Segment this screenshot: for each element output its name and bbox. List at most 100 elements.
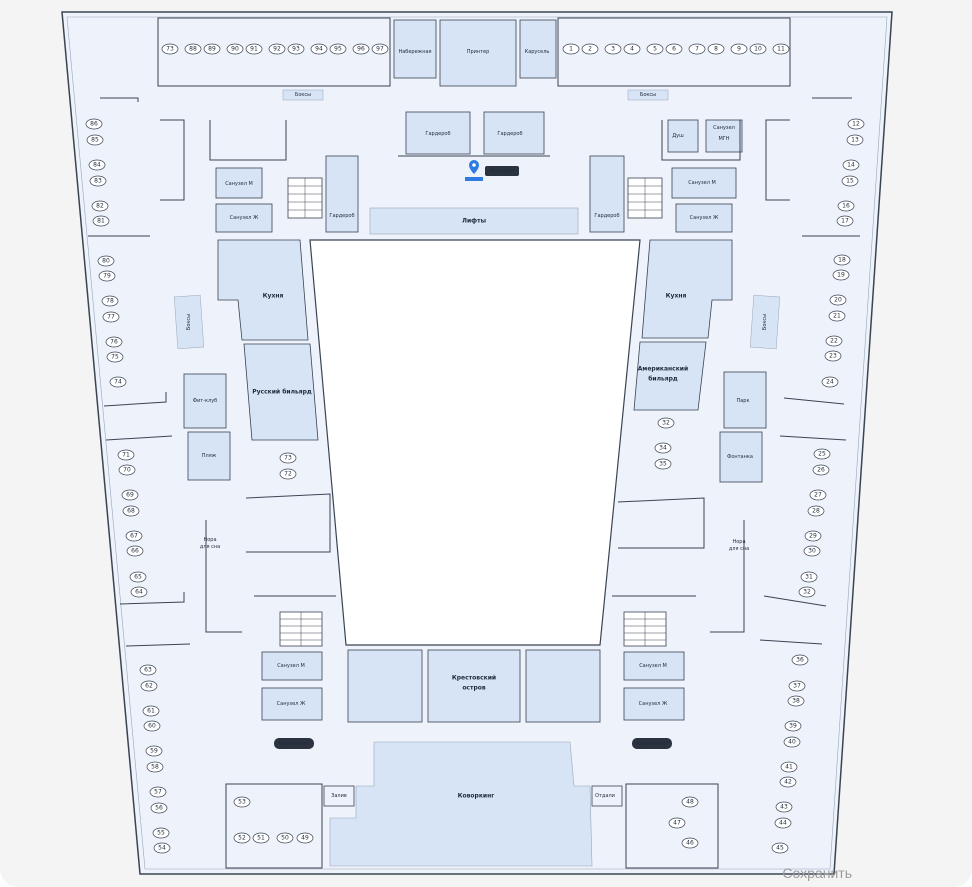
- room-plazh[interactable]: [187, 431, 231, 481]
- desk-seat[interactable]: 54: [153, 842, 171, 854]
- save-button[interactable]: Сохранить: [782, 865, 852, 881]
- desk-seat[interactable]: 2: [581, 43, 599, 55]
- desk-seat[interactable]: 86: [85, 118, 103, 130]
- desk-seat[interactable]: 49: [296, 832, 314, 844]
- room-sanuzel-m-bl[interactable]: [261, 651, 323, 681]
- desk-seat[interactable]: 14: [842, 159, 860, 171]
- desk-seat[interactable]: 71: [117, 449, 135, 461]
- desk-seat[interactable]: 30: [803, 545, 821, 557]
- desk-seat[interactable]: 63: [139, 664, 157, 676]
- desk-seat[interactable]: 11: [772, 43, 790, 55]
- desk-seat[interactable]: 3: [604, 43, 622, 55]
- desk-seat[interactable]: 9: [730, 43, 748, 55]
- desk-seat[interactable]: 74: [109, 376, 127, 388]
- room-sanuzel-zh-tr[interactable]: [675, 203, 733, 233]
- desk-seat[interactable]: 20: [829, 294, 847, 306]
- desk-seat[interactable]: 24: [821, 376, 839, 388]
- room-amerikanskiy-bilyard[interactable]: [633, 341, 707, 411]
- room-sanuzel-mgn[interactable]: [705, 119, 743, 153]
- room-krestovskiy-ostrov[interactable]: [427, 649, 521, 723]
- desk-seat[interactable]: 39: [784, 720, 802, 732]
- desk-seat[interactable]: 6: [665, 43, 683, 55]
- desk-seat[interactable]: 38: [787, 695, 805, 707]
- desk-seat[interactable]: 91: [245, 43, 263, 55]
- room-sanuzel-zh-tl[interactable]: [215, 203, 273, 233]
- desk-seat[interactable]: 45: [771, 842, 789, 854]
- desk-seat[interactable]: 47: [668, 817, 686, 829]
- desk-seat[interactable]: 97: [371, 43, 389, 55]
- desk-seat[interactable]: 18: [833, 254, 851, 266]
- desk-seat[interactable]: 25: [813, 448, 831, 460]
- room-fit-klub[interactable]: [183, 373, 227, 429]
- desk-seat[interactable]: 27: [809, 489, 827, 501]
- room-garderob-2[interactable]: [483, 111, 545, 155]
- room-sanuzel-m-br[interactable]: [623, 651, 685, 681]
- desk-seat[interactable]: 65: [129, 571, 147, 583]
- room-bottom-left[interactable]: [347, 649, 423, 723]
- desk-seat[interactable]: 61: [142, 705, 160, 717]
- desk-seat[interactable]: 51: [252, 832, 270, 844]
- desk-seat[interactable]: 1: [562, 43, 580, 55]
- room-kukhnya-right[interactable]: [641, 239, 733, 339]
- desk-seat[interactable]: 80: [97, 255, 115, 267]
- desk-seat[interactable]: 21: [828, 310, 846, 322]
- desk-seat[interactable]: 8: [707, 43, 725, 55]
- desk-seat[interactable]: 77: [102, 311, 120, 323]
- room-sanuzel-m-tl[interactable]: [215, 167, 263, 199]
- room-park[interactable]: [723, 371, 767, 429]
- desk-seat[interactable]: 28: [807, 505, 825, 517]
- desk-seat[interactable]: 58: [146, 761, 164, 773]
- desk-seat[interactable]: 64: [130, 586, 148, 598]
- desk-seat[interactable]: 50: [276, 832, 294, 844]
- room-kovorking[interactable]: [329, 741, 593, 867]
- boxes-vertical-left[interactable]: [173, 294, 205, 350]
- desk-seat[interactable]: 79: [98, 270, 116, 282]
- room-zaliv[interactable]: [323, 785, 355, 807]
- room-otkhodnaya[interactable]: [591, 785, 623, 807]
- desk-seat[interactable]: 52: [233, 832, 251, 844]
- desk-seat[interactable]: 36: [791, 654, 809, 666]
- desk-seat[interactable]: 66: [126, 545, 144, 557]
- desk-seat[interactable]: 15: [841, 175, 859, 187]
- desk-seat[interactable]: 31: [800, 571, 818, 583]
- room-sanuzel-zh-br[interactable]: [623, 687, 685, 721]
- room-russkiy-bilyard[interactable]: [243, 343, 319, 441]
- desk-seat[interactable]: 55: [152, 827, 170, 839]
- desk-seat[interactable]: 78: [101, 295, 119, 307]
- desk-seat[interactable]: 73: [279, 452, 297, 464]
- desk-seat[interactable]: 70: [118, 464, 136, 476]
- desk-seat[interactable]: 82: [91, 200, 109, 212]
- room-naberezhnaya[interactable]: [393, 19, 437, 79]
- desk-seat[interactable]: 16: [837, 200, 855, 212]
- desk-seat[interactable]: 83: [89, 175, 107, 187]
- desk-seat[interactable]: 26: [812, 464, 830, 476]
- room-dush[interactable]: [667, 119, 699, 153]
- boxes-right[interactable]: [627, 89, 669, 101]
- room-garderob-left[interactable]: [325, 155, 359, 233]
- desk-seat[interactable]: 23: [824, 350, 842, 362]
- desk-seat[interactable]: 44: [774, 817, 792, 829]
- desk-seat[interactable]: 59: [145, 745, 163, 757]
- desk-seat[interactable]: 53: [233, 796, 251, 808]
- desk-seat[interactable]: 22: [825, 335, 843, 347]
- desk-seat[interactable]: 12: [847, 118, 865, 130]
- desk-seat[interactable]: 85: [86, 134, 104, 146]
- room-lifty[interactable]: [369, 207, 579, 235]
- desk-seat[interactable]: 90: [226, 43, 244, 55]
- desk-seat[interactable]: 42: [779, 776, 797, 788]
- desk-seat[interactable]: 32: [798, 586, 816, 598]
- desk-seat[interactable]: 17: [836, 215, 854, 227]
- boxes-left[interactable]: [282, 89, 324, 101]
- desk-seat[interactable]: 60: [143, 720, 161, 732]
- desk-seat[interactable]: 57: [149, 786, 167, 798]
- desk-seat[interactable]: 13: [846, 134, 864, 146]
- desk-seat[interactable]: 35: [654, 458, 672, 470]
- room-garderob-1[interactable]: [405, 111, 471, 155]
- desk-seat[interactable]: 40: [783, 736, 801, 748]
- desk-seat[interactable]: 89: [203, 43, 221, 55]
- desk-seat[interactable]: 96: [352, 43, 370, 55]
- desk-seat[interactable]: 88: [184, 43, 202, 55]
- room-printer[interactable]: [439, 19, 517, 87]
- desk-seat[interactable]: 92: [268, 43, 286, 55]
- desk-seat[interactable]: 62: [140, 680, 158, 692]
